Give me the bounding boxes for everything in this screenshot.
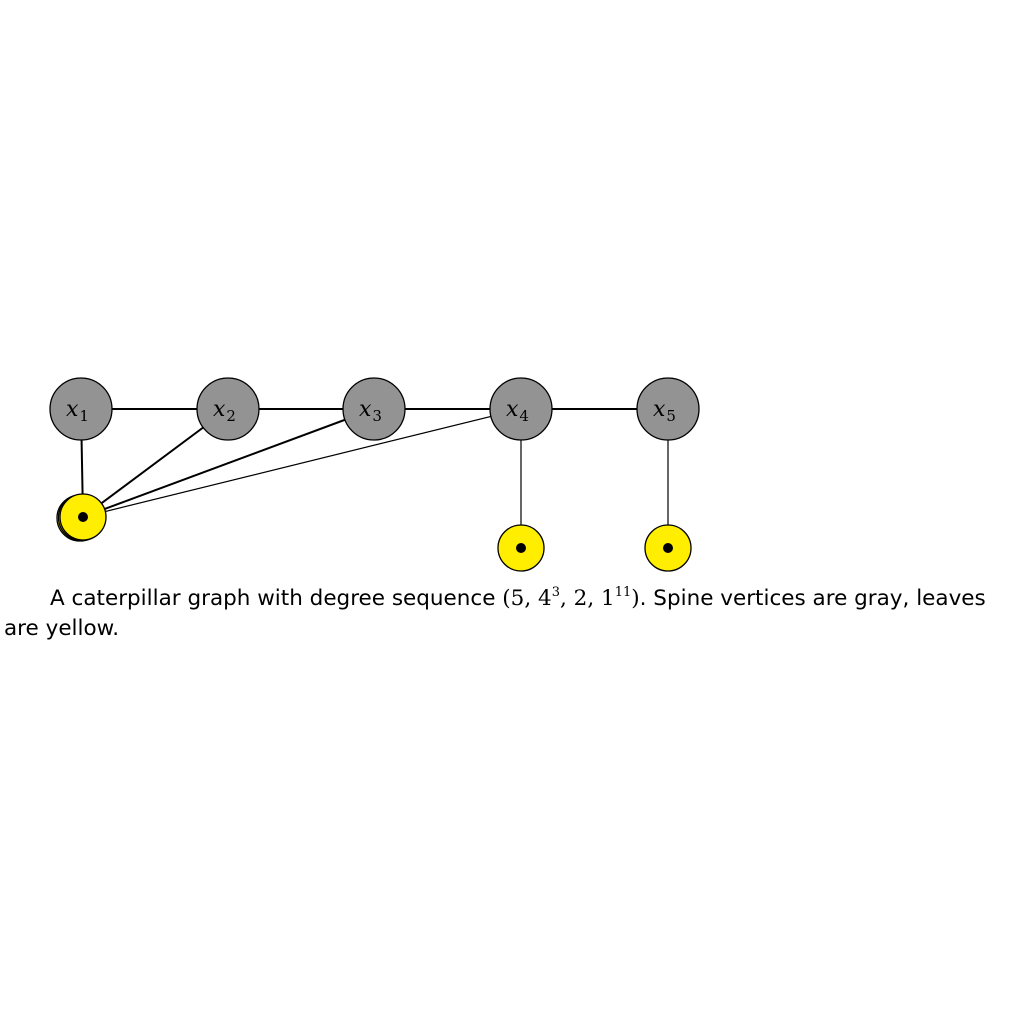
leaf-center-dot: [663, 543, 673, 553]
spine-vertex-disc: [49, 377, 113, 441]
leaf-vertices: [56, 493, 692, 572]
leaf-edge-x4-leaf-a: [82, 408, 522, 518]
spine-vertex-x4: x4: [489, 377, 553, 441]
leaf-vertex-x1-stack: [59, 493, 107, 541]
spine-vertices: x1 x2 x3 x4 x5: [49, 377, 700, 441]
leaf-center-dot: [516, 543, 526, 553]
spine-vertex-disc: [636, 377, 700, 441]
spine-vertex-disc: [196, 377, 260, 441]
spine-vertex-x5: x5: [636, 377, 700, 441]
figure-caption: A caterpillar graph with degree sequence…: [4, 584, 1024, 644]
leaf-vertex-x4: [497, 524, 545, 572]
spine-vertex-disc: [489, 377, 553, 441]
leaf-vertex-x5: [644, 524, 692, 572]
leaf-edge-x3-leaf-a: [82, 408, 375, 518]
spine-vertex-disc: [342, 377, 406, 441]
caption-text-after: . Spine vertices are gray, leaves are ye…: [4, 586, 986, 641]
caption-text-before: A caterpillar graph with degree sequence: [50, 586, 503, 611]
degree-sequence-math: (5, 43, 2, 111): [502, 585, 640, 611]
spine-vertex-x3: x3: [342, 377, 406, 441]
leaf-center-dot: [78, 512, 88, 522]
spine-vertex-x2: x2: [196, 377, 260, 441]
spine-vertex-x1: x1: [49, 377, 113, 441]
